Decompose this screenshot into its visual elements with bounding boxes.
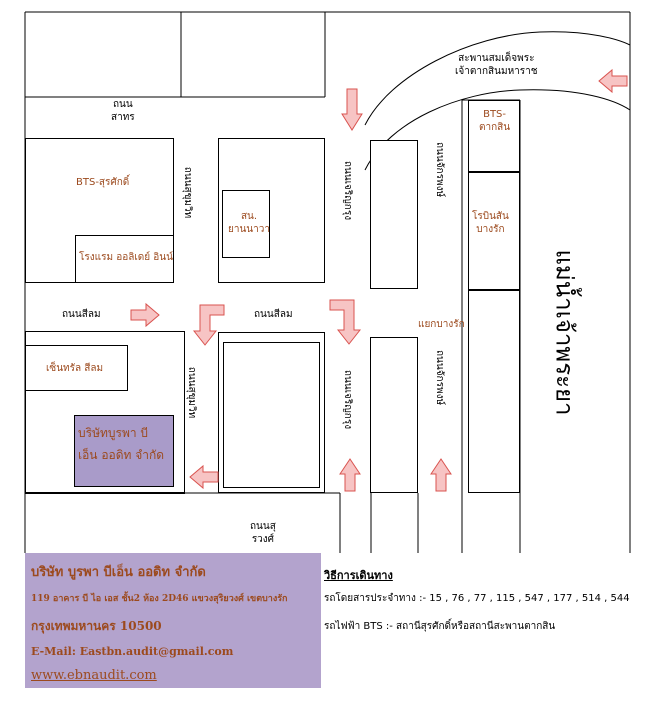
company-info-panel: บริษัท บูรพา บีเอ็น ออดิท จำกัด 119 อาคา… — [25, 553, 321, 688]
arrow-right-icon — [130, 302, 160, 328]
hotel-label: โรงแรม ออลิเดย์ อินน์ — [79, 252, 173, 263]
block-center-bottom-inner — [223, 342, 320, 488]
arrow-left-icon — [598, 68, 628, 94]
road-charoenkrung-upper: ถนนเจริญกรุง — [342, 160, 354, 221]
bridge-label: สะพานสมเด็จพระ เจ้าตากสินมหาราช — [455, 53, 538, 77]
road-left-vertical-upper: ถนนสุขุมวิท — [182, 166, 194, 219]
block-central-inner — [25, 345, 128, 391]
bts-routes: รถไฟฟ้า BTS :- สถานีสุรศักดิ์หรือสถานีสะ… — [324, 621, 556, 632]
block-taksin — [468, 100, 520, 172]
map: บริษัทบูรพา บี เอ็น ออดิท จำกัด ถนน สาทร… — [24, 11, 631, 553]
road-silom-center-label: ถนนสีลม — [254, 309, 293, 320]
block-school — [222, 190, 270, 258]
bts-surasak-label: BTS-สุรศักดิ์ — [76, 177, 130, 188]
company-address: 119 อาคาร บี ไอ เอส ชั้น2 ห้อง 2D46 แขวง… — [31, 594, 288, 604]
company-website-link[interactable]: www.ebnaudit.com — [31, 668, 157, 683]
map-lines — [24, 11, 631, 553]
company-location-box: บริษัทบูรพา บี เอ็น ออดิท จำกัด — [74, 415, 174, 487]
arrow-turn-down-icon — [192, 304, 225, 346]
company-location-label: บริษัทบูรพา บี เอ็น ออดิท จำกัด — [78, 426, 165, 462]
bus-routes: รถโดยสารประจำทาง :- 15 , 76 , 77 , 115 ,… — [324, 593, 630, 604]
directions-heading: วิธีการเดินทาง — [324, 569, 393, 582]
company-city: กรุงเทพมหานคร 10500 — [31, 619, 162, 633]
block-left-bottom-strip — [25, 493, 185, 494]
road-right-lane-lower: ถนนจักรพงษ์ — [434, 349, 446, 406]
central-silom-label: เซ็นทรัล สีลม — [46, 363, 104, 374]
company-email[interactable]: E-Mail: Eastbn.audit@gmail.com — [31, 645, 234, 658]
river-label: แม่น้ำเจ้าพระยา — [550, 249, 579, 416]
arrow-turn-up-icon — [329, 299, 362, 345]
arrow-down-icon — [341, 88, 363, 131]
road-charoenkrung-lower: ถนนเจริญกรุง — [342, 369, 354, 430]
block-robinson — [468, 172, 520, 290]
road-right-lane-upper: ถนนจักรพงษ์ — [434, 141, 446, 198]
road-left-vertical-lower: ถนนสุขุมวิท — [186, 366, 198, 419]
road-silom-left-label: ถนนสีลม — [62, 309, 101, 320]
block-right-top — [370, 140, 418, 289]
police-station-label: สน. ยานนาวา — [228, 211, 270, 235]
robinson-label: โรบินสัน บางรัก — [472, 211, 509, 235]
road-surawong-label: ถนนสุ รวงศ์ — [250, 521, 276, 545]
road-sathorn-label: ถนน สาทร — [111, 99, 135, 123]
arrow-up-icon-1 — [339, 458, 361, 492]
arrow-up-icon-2 — [430, 458, 452, 492]
company-name: บริษัท บูรพา บีเอ็น ออดิท จำกัด — [31, 565, 206, 580]
block-right-bottom — [370, 337, 418, 493]
bts-taksin-label: BTS- ตากสิน — [479, 109, 511, 133]
bangrak-junction-label: แยกบางรัก — [418, 319, 465, 330]
arrow-left-bottom-icon — [189, 464, 219, 490]
block-hotel — [75, 235, 174, 283]
block-far-right-bottom — [468, 290, 520, 493]
